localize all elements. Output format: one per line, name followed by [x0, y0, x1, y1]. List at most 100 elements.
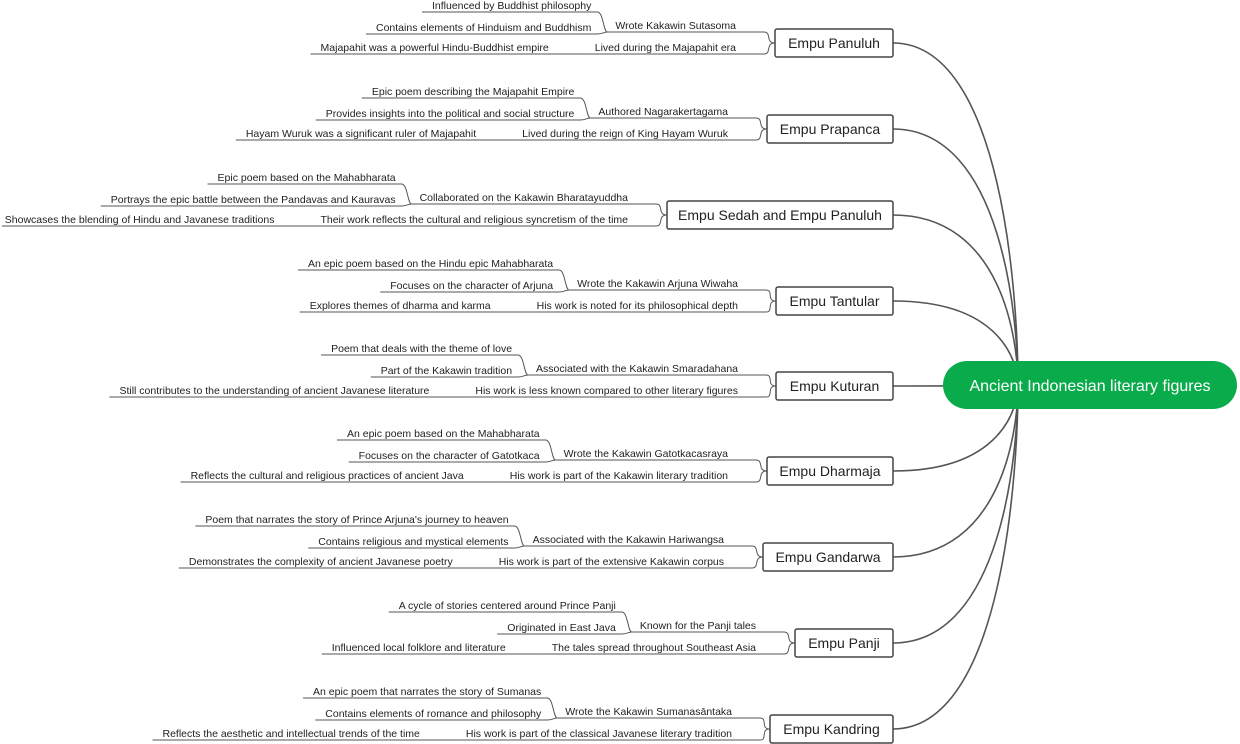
detail-label: Portrays the epic battle between the Pan…: [111, 194, 396, 206]
connectors: [2, 11, 1019, 741]
connector-fact-detail: [370, 374, 529, 378]
detail-label: Contains elements of Hinduism and Buddhi…: [376, 22, 592, 34]
detail-label: Contains elements of romance and philoso…: [325, 708, 542, 720]
connector-figure-fact: [759, 717, 771, 730]
connector-figure-fact: [765, 289, 777, 302]
connector-fact-detail: [366, 31, 608, 35]
fact-label: Authored Nagarakertagama: [598, 106, 728, 118]
connector-figure-fact: [759, 728, 771, 741]
detail-label: Originated in East Java: [507, 622, 616, 634]
root-node-label: Ancient Indonesian literary figures: [969, 378, 1210, 395]
figure-node[interactable]: Empu Panji: [794, 628, 894, 658]
connector-fact-detail: [308, 545, 525, 549]
detail-label: An epic poem based on the Mahabharata: [347, 428, 540, 440]
fact-label: His work is part of the extensive Kakawi…: [499, 556, 724, 568]
fact-label: Wrote the Kakawin Arjuna Wiwaha: [577, 278, 738, 290]
detail-label: Poem that narrates the story of Prince A…: [205, 514, 508, 526]
figure-node-label: Empu Kandring: [783, 721, 880, 737]
figure-node-label: Empu Sedah and Empu Panuluh: [678, 207, 882, 223]
figure-node[interactable]: Empu Kandring: [769, 714, 894, 744]
nodes: Ancient Indonesian literary figuresEmpu …: [5, 0, 1237, 744]
detail-label: An epic poem that narrates the story of …: [313, 686, 541, 698]
figure-node[interactable]: Empu Panuluh: [774, 28, 894, 58]
detail-label: Still contributes to the understanding o…: [119, 385, 429, 397]
fact-label: His work is less known compared to other…: [475, 385, 738, 397]
connector-fact-detail: [348, 459, 556, 463]
detail-label: Influenced by Buddhist philosophy: [432, 0, 592, 12]
detail-label: Majapahit was a powerful Hindu-Buddhist …: [321, 42, 549, 54]
connector-figure-fact: [765, 374, 777, 387]
connector-fact-detail: [315, 117, 591, 121]
fact-label: His work is part of the classical Javane…: [466, 728, 732, 740]
connector-fact-detail: [100, 203, 412, 207]
connector-root-figure: [892, 128, 1019, 386]
figure-node-box: [774, 28, 894, 58]
connector-fact-detail: [422, 11, 608, 33]
figure-node[interactable]: Empu Sedah and Empu Panuluh: [666, 200, 894, 230]
connector-fact-detail: [303, 697, 558, 719]
fact-label: Lived during the reign of King Hayam Wur…: [522, 128, 729, 140]
connector-root-figure: [892, 384, 1019, 644]
connector-figure-fact: [765, 385, 777, 398]
figure-node-label: Empu Panuluh: [788, 35, 880, 51]
connector-fact-detail: [207, 183, 412, 205]
connector-root-figure: [892, 384, 1019, 730]
connector-fact-detail: [321, 354, 529, 376]
figure-node-box: [666, 200, 894, 230]
connector-fact-detail: [195, 525, 525, 547]
fact-label: Their work reflects the cultural and rel…: [320, 214, 628, 226]
detail-label: An epic poem based on the Hindu epic Mah…: [308, 258, 553, 270]
figure-node[interactable]: Empu Gandarwa: [762, 542, 894, 572]
connector-figure-fact: [783, 631, 796, 644]
detail-label: Showcases the blending of Hindu and Java…: [5, 214, 275, 226]
detail-label: Part of the Kakawin tradition: [381, 365, 512, 377]
connector-fact-detail: [336, 439, 556, 461]
detail-label: Hayam Wuruk was a significant ruler of M…: [246, 128, 476, 140]
figure-node-label: Empu Kuturan: [790, 378, 880, 394]
figure-node[interactable]: Empu Dharmaja: [766, 456, 894, 486]
fact-label: Associated with the Kakawin Hariwangsa: [533, 534, 725, 546]
fact-label: Collaborated on the Kakawin Bharatayuddh…: [420, 192, 629, 204]
figure-node-box: [766, 456, 894, 486]
fact-label: Wrote Kakawin Sutasoma: [615, 20, 736, 32]
detail-label: Epic poem based on the Mahabharata: [218, 172, 396, 184]
figure-node-label: Empu Tantular: [789, 293, 879, 309]
detail-label: A cycle of stories centered around Princ…: [399, 600, 616, 612]
detail-label: Reflects the cultural and religious prac…: [191, 470, 464, 482]
root-node[interactable]: Ancient Indonesian literary figures: [943, 361, 1237, 409]
figure-node-box: [762, 542, 894, 572]
detail-label: Poem that deals with the theme of love: [331, 343, 512, 355]
connector-figure-fact: [751, 556, 764, 569]
figure-node-label: Empu Gandarwa: [775, 549, 880, 565]
connector-figure-fact: [751, 545, 764, 558]
figure-node-label: Empu Dharmaja: [779, 463, 880, 479]
connector-figure-fact: [755, 128, 768, 141]
fact-label: His work is noted for its philosophical …: [537, 300, 739, 312]
figure-node[interactable]: Empu Kuturan: [775, 371, 894, 401]
figure-node-box: [775, 371, 894, 401]
connector-figure-fact: [763, 31, 776, 44]
fact-label: Lived during the Majapahit era: [595, 42, 736, 54]
fact-label: Associated with the Kakawin Smaradahana: [536, 363, 738, 375]
figure-node-box: [775, 286, 894, 316]
connector-fact-detail: [380, 289, 570, 293]
fact-label: Known for the Panji tales: [640, 620, 756, 632]
detail-label: Epic poem describing the Majapahit Empir…: [372, 86, 575, 98]
connector-figure-fact: [783, 642, 796, 655]
figure-node[interactable]: Empu Tantular: [775, 286, 894, 316]
figure-node-box: [794, 628, 894, 658]
connector-fact-detail: [297, 269, 570, 291]
connector-fact-detail: [388, 611, 633, 633]
detail-label: Demonstrates the complexity of ancient J…: [189, 556, 454, 568]
connector-fact-detail: [361, 97, 591, 119]
figure-node-label: Empu Panji: [808, 635, 880, 651]
fact-label: His work is part of the Kakawin literary…: [510, 470, 728, 482]
fact-label: The tales spread throughout Southeast As…: [552, 642, 756, 654]
figure-node[interactable]: Empu Prapanca: [766, 114, 894, 144]
connector-figure-fact: [655, 214, 668, 227]
detail-label: Influenced local folklore and literature: [332, 642, 506, 654]
connector-figure-fact: [655, 203, 668, 216]
figure-node-label: Empu Prapanca: [780, 121, 881, 137]
